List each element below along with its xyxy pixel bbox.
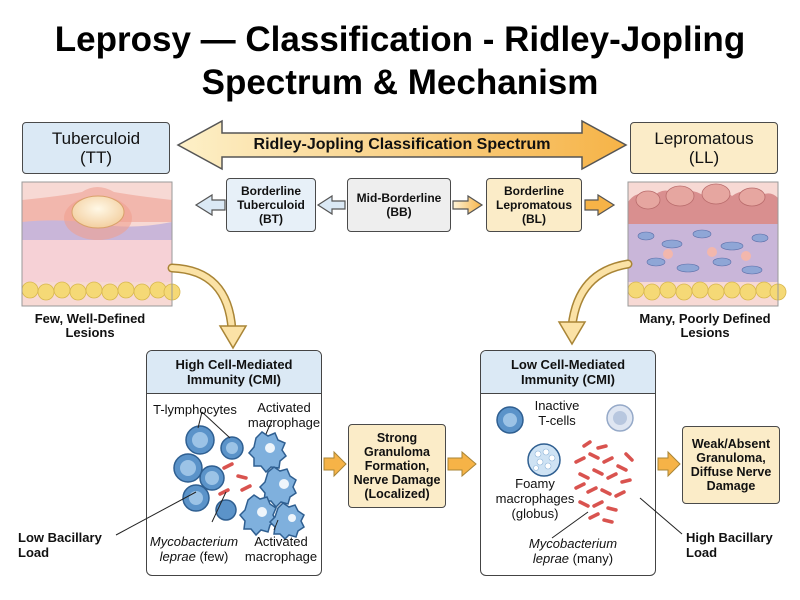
- lepromatous-ll-box: Lepromatous (LL): [630, 122, 778, 174]
- page-title-line2: Spectrum & Mechanism: [201, 63, 599, 102]
- borderline-lepromatous-bl-box: Borderline Lepromatous (BL): [486, 178, 582, 232]
- t-lymphocyte-cells: [173, 425, 244, 521]
- inactive-t-cells: [496, 404, 634, 434]
- many-bacilli: [574, 440, 634, 524]
- mycobacterium-few-label: Mycobacterium leprae (few): [146, 534, 242, 564]
- high-bacillary-load-label: High Bacillary Load: [686, 530, 773, 560]
- low-cmi-header: Low Cell-Mediated Immunity (CMI): [481, 351, 655, 394]
- lepromatous-skin-illustration: [627, 181, 787, 307]
- mycobacterium-qualifier: (few): [199, 549, 229, 564]
- foamy-macrophage: [527, 443, 561, 477]
- mycobacterium-name-right: Mycobacterium leprae: [528, 536, 618, 566]
- mycobacterium-qualifier-right: (many): [572, 551, 614, 566]
- mid-borderline-bb-box: Mid-Borderline (BB): [347, 178, 451, 232]
- page-title-line1: Leprosy — Classification - Ridley-Joplin…: [54, 20, 746, 59]
- tuberculoid-skin-illustration: [21, 181, 181, 307]
- tt-lesion-label: Few, Well-Defined Lesions: [34, 311, 146, 340]
- granuloma-illustration: [173, 411, 305, 541]
- mycobacterium-many-label: Mycobacterium leprae (many): [518, 536, 628, 566]
- activated-macrophage-top-label: Activated macrophage: [247, 400, 321, 430]
- borderline-tuberculoid-bt-box: Borderline Tuberculoid (BT): [226, 178, 316, 232]
- low-bacillary-load-label: Low Bacillary Load: [18, 530, 102, 560]
- weak-granuloma-box: Weak/Absent Granuloma, Diffuse Nerve Dam…: [682, 426, 780, 504]
- high-cmi-panel: High Cell-Mediated Immunity (CMI): [146, 350, 322, 576]
- t-lymphocytes-label: T-lymphocytes: [153, 402, 237, 417]
- low-cmi-panel: Low Cell-Mediated Immunity (CMI): [480, 350, 656, 576]
- inactive-t-cells-label: Inactive T-cells: [534, 398, 580, 428]
- mycobacterium-name: Mycobacterium leprae: [149, 534, 239, 564]
- tuberculoid-tt-box: Tuberculoid (TT): [22, 122, 170, 174]
- ll-lesion-label: Many, Poorly Defined Lesions: [639, 311, 771, 340]
- strong-granuloma-box: Strong Granuloma Formation, Nerve Damage…: [348, 424, 446, 508]
- high-cmi-header: High Cell-Mediated Immunity (CMI): [147, 351, 321, 394]
- few-bacilli: [218, 462, 252, 496]
- lepromatous-illustration: [496, 404, 634, 539]
- foamy-macrophages-label: Foamy macrophages (globus): [495, 476, 575, 521]
- spectrum-label: Ridley-Jopling Classification Spectrum: [253, 136, 551, 153]
- activated-macrophage-bottom-label: Activated macrophage: [244, 534, 318, 564]
